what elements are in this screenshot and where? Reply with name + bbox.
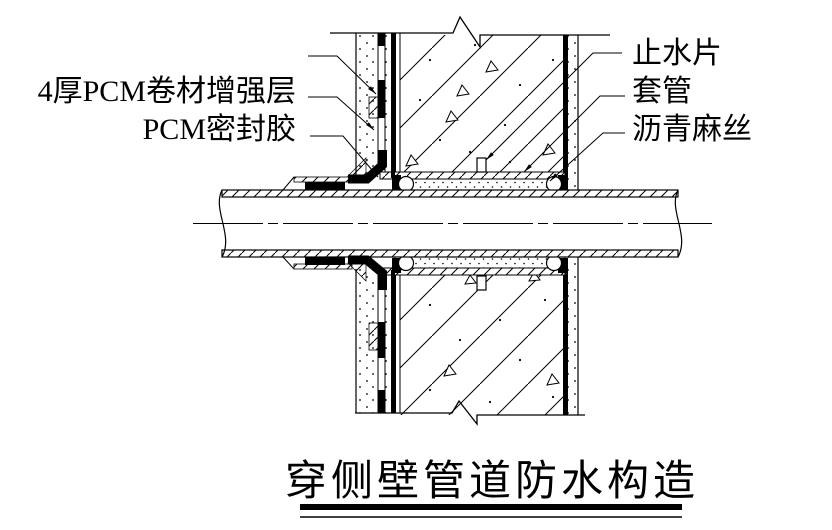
membrane-wedge-upper bbox=[368, 96, 380, 119]
drawing-title-block: 穿侧壁管道防水构造 bbox=[285, 458, 699, 518]
pipe-wall-top bbox=[221, 189, 679, 198]
leader-pcm-sealant bbox=[310, 135, 379, 178]
label-asphalt-hemp: 沥青麻丝 bbox=[632, 113, 752, 146]
drawing-title: 穿侧壁管道防水构造 bbox=[285, 458, 699, 505]
pipe-wall-bottom bbox=[221, 249, 679, 258]
concrete-upper-block bbox=[400, 35, 563, 172]
leader-lines bbox=[308, 52, 625, 182]
membrane-corner-lower bbox=[348, 255, 387, 290]
pcm-sealant-details bbox=[282, 150, 387, 290]
leader-membrane-upper bbox=[308, 55, 377, 95]
waterproof-membrane-right-lower bbox=[563, 273, 568, 415]
leader-pcm-membrane-layer bbox=[308, 96, 375, 131]
pipe-break-left bbox=[218, 189, 227, 258]
left-protective-layer-lower bbox=[356, 262, 378, 413]
leader-sleeve bbox=[523, 95, 625, 173]
leader-water-stop bbox=[485, 52, 622, 161]
annotations: 4厚PCM卷材增强层 PCM密封胶 止水片 套管 沥青麻丝 bbox=[38, 37, 752, 146]
label-water-stop: 止水片 bbox=[632, 37, 722, 70]
membrane-corner-upper bbox=[348, 150, 387, 184]
leader-arrowheads bbox=[366, 86, 558, 181]
pcm-sealant-bar-lower bbox=[305, 257, 345, 265]
water-stop-plate-lower bbox=[476, 275, 487, 291]
title-underline-thick bbox=[300, 504, 682, 510]
aggregate-dots bbox=[418, 43, 555, 404]
wall-top-edge-break bbox=[330, 15, 610, 50]
leader-asphalt-hemp bbox=[549, 132, 625, 182]
label-sleeve: 套管 bbox=[632, 75, 692, 108]
waterproof-membrane-right-upper bbox=[563, 35, 568, 175]
membrane-wedge-lower bbox=[368, 322, 380, 351]
waterproof-membrane-left-lower bbox=[391, 270, 396, 413]
aggregate-symbols bbox=[405, 60, 560, 386]
pipe bbox=[193, 189, 712, 258]
label-pcm-membrane-layer: 4厚PCM卷材增强层 bbox=[38, 75, 296, 108]
wall-bottom-edge-break bbox=[355, 399, 585, 426]
pcm-sealant-bar-upper bbox=[305, 182, 345, 190]
left-protective-layer-upper bbox=[356, 33, 378, 178]
label-pcm-sealant: PCM密封胶 bbox=[143, 113, 296, 146]
waterproof-membrane-left-upper bbox=[391, 33, 396, 178]
concrete-lower-block bbox=[400, 275, 563, 415]
water-stop-plate-upper bbox=[476, 157, 487, 173]
asphalt-hemp-top bbox=[394, 178, 566, 191]
pipe-break-right bbox=[674, 189, 683, 258]
asphalt-hemp-bottom bbox=[394, 256, 566, 269]
